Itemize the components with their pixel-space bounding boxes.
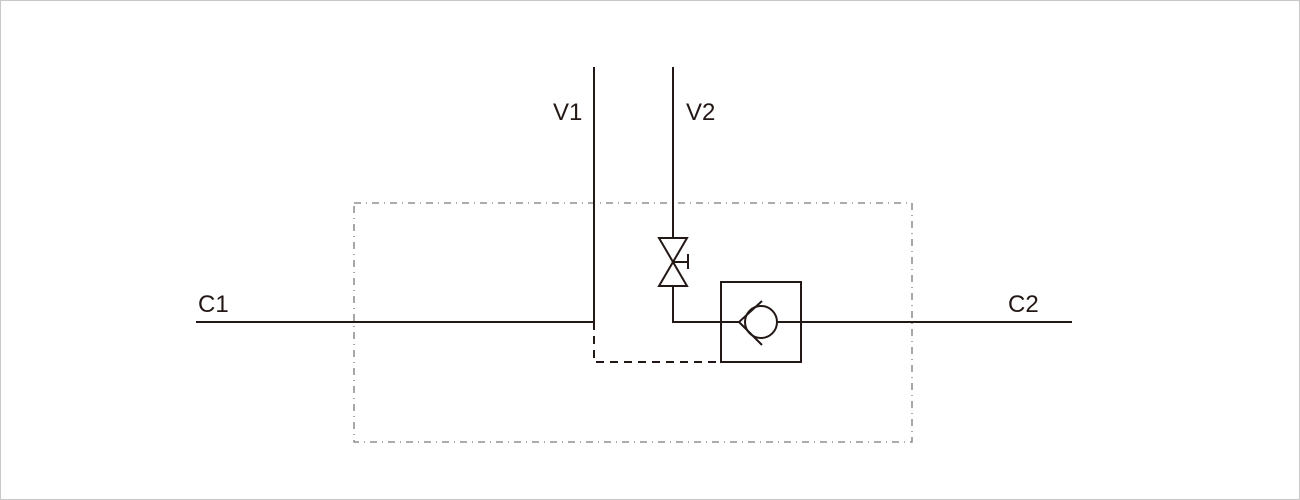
pilot-line-dashed: [593, 322, 721, 363]
valve-outlet-line: [672, 286, 721, 323]
check-valve-seat-icon: [737, 300, 763, 346]
shutoff-valve-icon: [657, 237, 689, 287]
label-c2: C2: [1008, 291, 1039, 318]
label-v1: V1: [553, 99, 582, 126]
label-v2: V2: [686, 99, 715, 126]
label-c1: C1: [198, 291, 229, 318]
